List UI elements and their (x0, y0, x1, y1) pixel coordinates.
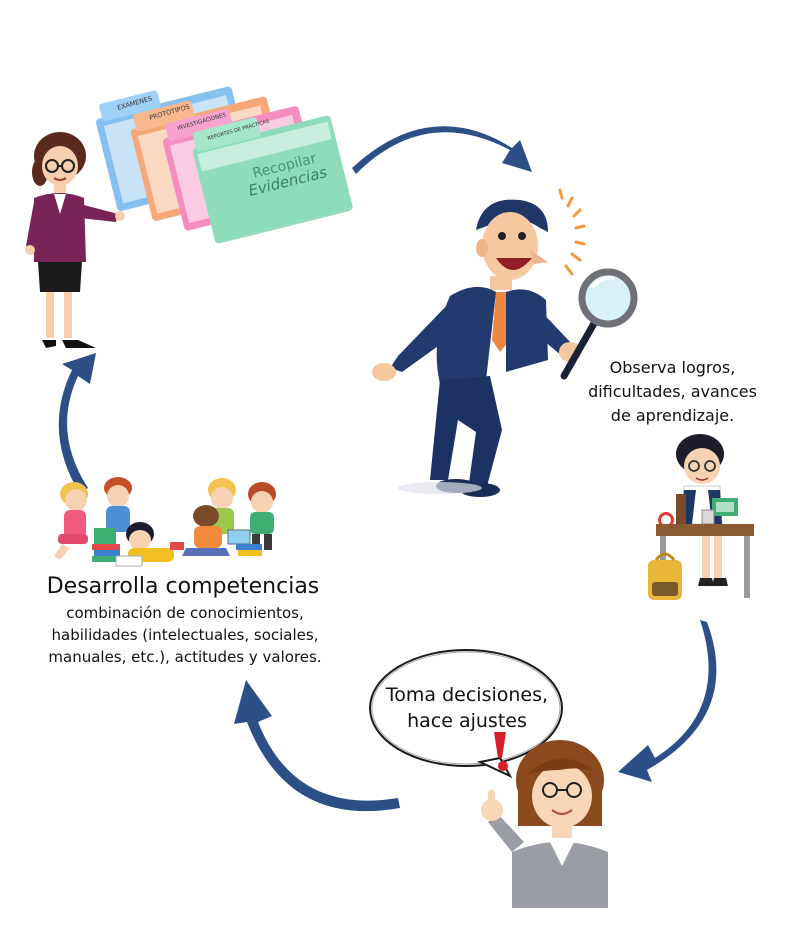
magnifier-icon (560, 268, 638, 380)
competencies-line-2: habilidades (intelectuales, sociales, (51, 626, 319, 644)
competencies-line-3: manuales, etc.), actitudes y valores. (48, 648, 322, 666)
teacher-figure (25, 132, 125, 348)
evidence-folders: EXAMENES PROTOTIPOS INVESTIGACIONES REPO… (95, 86, 353, 244)
folder-evidencias (192, 115, 353, 244)
arrow-right (618, 620, 717, 782)
observe-line-2: dificultades, avances (588, 382, 757, 401)
decisions-line-1: Toma decisiones, (385, 684, 549, 706)
decisions-line-2: hace ajustes (407, 710, 527, 732)
children-group (54, 477, 276, 567)
inspector-figure (372, 199, 581, 497)
competencies-description: combinación de conocimientos, habilidade… (40, 602, 330, 668)
arrow-top (352, 126, 532, 174)
speech-bubble (369, 649, 563, 779)
arrow-left (58, 353, 96, 494)
competencies-line-1: combinación de conocimientos, (66, 604, 304, 622)
arrow-bottom (234, 680, 400, 812)
competencies-title: Desarrolla competencias (46, 574, 320, 599)
observe-line-3: de aprendizaje. (610, 406, 735, 425)
surprise-marks-icon (558, 188, 586, 276)
decisions-caption: Toma decisiones, hace ajustes (378, 682, 556, 734)
observe-caption: Observa logros, dificultades, avances de… (585, 356, 760, 428)
decision-woman-figure (481, 740, 608, 908)
exclamation-icon (494, 732, 508, 771)
student-at-desk (648, 434, 754, 600)
observe-line-1: Observa logros, (609, 358, 736, 377)
